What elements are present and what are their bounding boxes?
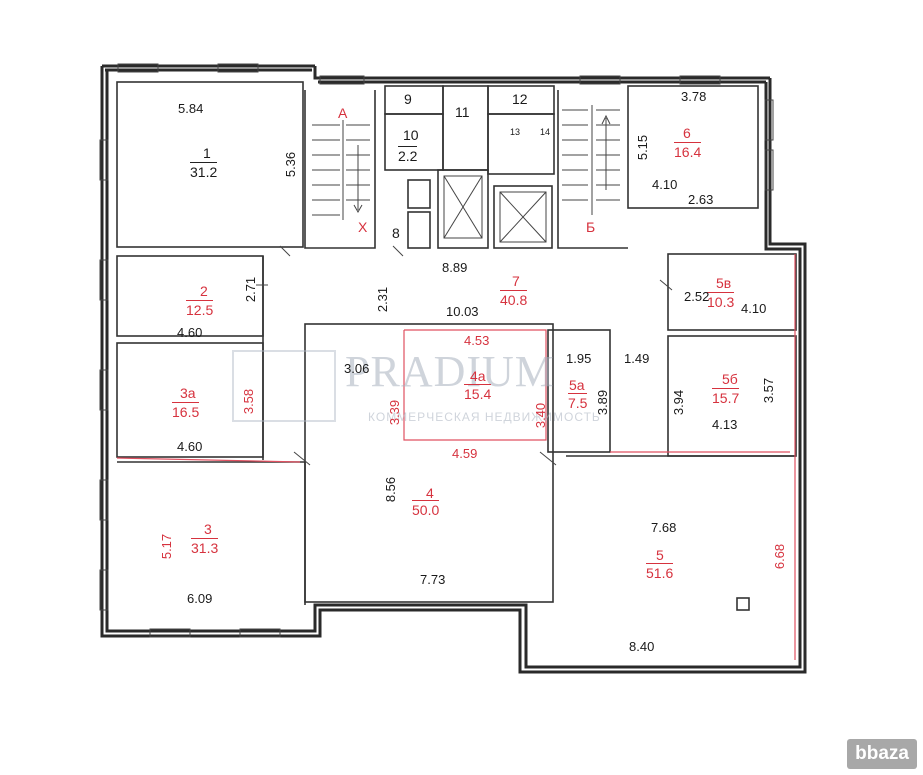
dim-7-73: 7.73 — [420, 572, 446, 587]
dim-6-68: 6.68 — [772, 543, 788, 570]
room-3a-number: 3а — [180, 385, 196, 401]
room-10-area: 2.2 — [398, 146, 418, 164]
dim-4-13: 4.13 — [712, 417, 738, 432]
dim-8-56: 8.56 — [383, 476, 399, 503]
dim-1-95: 1.95 — [566, 351, 592, 366]
room-14-number: 14 — [540, 127, 551, 137]
room-4a-number: 4а — [470, 368, 486, 384]
dim-2-71: 2.71 — [243, 276, 259, 303]
room-5v-area: 10.3 — [707, 292, 735, 310]
dim-4-60-bottom: 4.60 — [177, 439, 203, 454]
stairs-a — [312, 120, 370, 220]
room-9-number: 9 — [404, 91, 412, 107]
room-5v-number: 5в — [716, 275, 732, 291]
room-4a-area: 15.4 — [464, 384, 492, 402]
windows — [99, 63, 774, 638]
dim-6-09: 6.09 — [187, 591, 213, 606]
room-5b-area: 15.7 — [712, 388, 740, 406]
room-7-number: 7 — [512, 273, 520, 289]
dim-ticks — [256, 245, 673, 466]
dim-5-84: 5.84 — [178, 101, 204, 116]
room-2-number: 2 — [200, 283, 208, 299]
dim-10-03: 10.03 — [446, 304, 479, 319]
dim-3-57: 3.57 — [761, 377, 777, 404]
room-6-area: 16.4 — [674, 142, 702, 160]
stair-a-label: А — [338, 105, 348, 121]
room-3-area: 31.3 — [191, 538, 219, 556]
room-4-area: 50.0 — [412, 500, 440, 518]
dim-7-68: 7.68 — [651, 520, 677, 535]
dim-4-10-right: 4.10 — [741, 301, 767, 316]
dim-3-58: 3.58 — [241, 388, 257, 415]
dim-2-52: 2.52 — [684, 289, 710, 304]
room-10-number: 10 — [403, 127, 419, 143]
dim-3-89: 3.89 — [595, 389, 611, 416]
room-5-area: 51.6 — [646, 563, 674, 581]
dim-3-94: 3.94 — [671, 389, 687, 416]
elevator-shafts — [443, 175, 547, 243]
column — [736, 597, 750, 611]
dim-4-10-top: 4.10 — [652, 177, 678, 192]
dim-5-36: 5.36 — [283, 151, 299, 178]
dim-3-06: 3.06 — [344, 361, 370, 376]
stairs-b — [562, 105, 620, 215]
room-5b-number: 5б — [722, 371, 738, 387]
bbaza-logo[interactable]: bbaza — [847, 739, 917, 769]
dim-2-31: 2.31 — [375, 286, 391, 313]
red-partitions — [116, 254, 796, 660]
dim-3-39: 3.39 — [387, 399, 403, 426]
room-6-number: 6 — [683, 125, 691, 141]
room-2-area: 12.5 — [186, 300, 214, 318]
interior-walls — [116, 81, 797, 605]
dim-5-15: 5.15 — [635, 134, 651, 161]
dim-8-40: 8.40 — [629, 639, 655, 654]
dim-8-89: 8.89 — [442, 260, 468, 275]
dim-5-17: 5.17 — [159, 533, 175, 560]
dim-4-59: 4.59 — [452, 446, 478, 461]
room-4-number: 4 — [426, 485, 434, 501]
watermark-logo — [232, 350, 336, 422]
room-3a-area: 16.5 — [172, 402, 200, 420]
dim-4-60-top: 4.60 — [177, 325, 203, 340]
dim-3-78: 3.78 — [681, 89, 707, 104]
dim-3-40: 3.40 — [533, 402, 549, 429]
stair-b-label: Б — [586, 219, 596, 235]
room-7-area: 40.8 — [500, 290, 528, 308]
watermark-title: PRADIUM — [345, 347, 555, 396]
room-5a-area: 7.5 — [568, 393, 588, 411]
room-13-number: 13 — [510, 127, 521, 137]
room-3-number: 3 — [204, 521, 212, 537]
watermark-subtitle: КОММЕРЧЕСКАЯ НЕДВИЖИМОСТЬ — [368, 410, 601, 424]
room-8-number: 8 — [392, 225, 400, 241]
room-1-number: 1 — [203, 145, 211, 161]
stair-x-label: Х — [358, 219, 368, 235]
dim-1-49: 1.49 — [624, 351, 650, 366]
dim-4-53: 4.53 — [464, 333, 490, 348]
room-5a-number: 5а — [569, 377, 585, 393]
dim-2-63: 2.63 — [688, 192, 714, 207]
room-12-number: 12 — [512, 91, 528, 107]
room-5-number: 5 — [656, 547, 664, 563]
room-1-area: 31.2 — [190, 162, 218, 180]
room-11-number: 11 — [455, 104, 470, 120]
